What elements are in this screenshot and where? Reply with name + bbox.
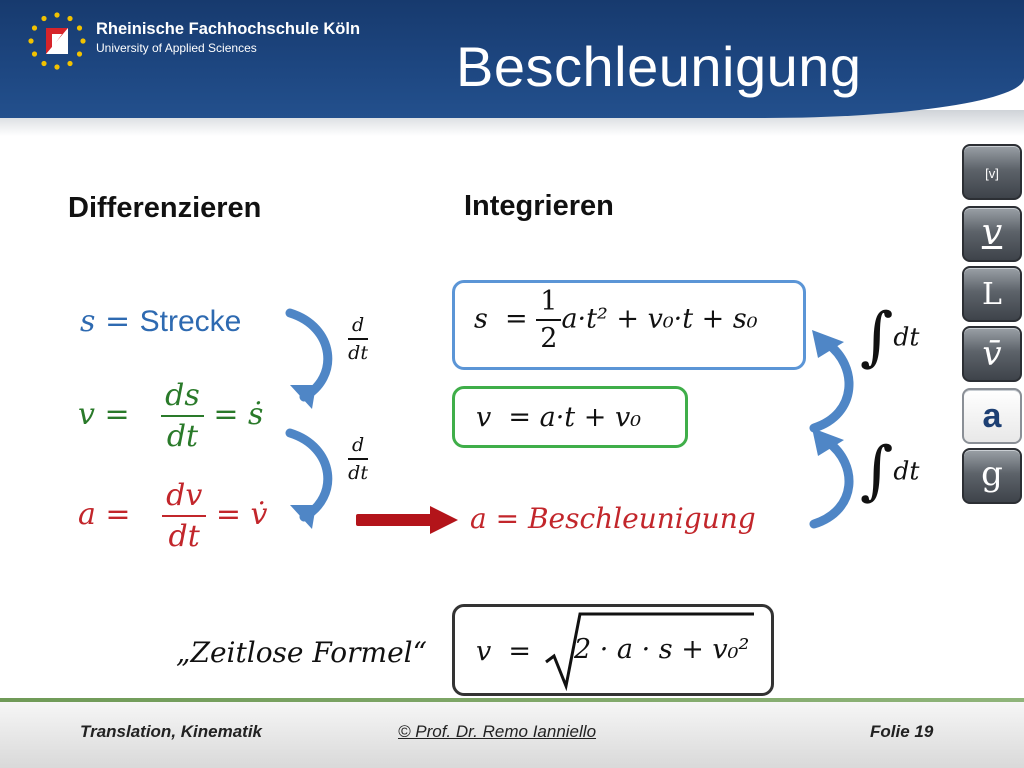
footer-author: © Prof. Dr. Remo Ianniello [398,722,597,741]
formula-s-strecke: s = Strecke [80,304,242,339]
footer-divider [0,698,1024,702]
formula-sqrt-radicand: 2 · a · s + v₀² [574,634,750,665]
curved-arrow-down-1 [285,308,333,409]
header-banner: Rheinische Fachhochschule Köln Universit… [0,0,1024,118]
sqrt-symbol [545,612,754,692]
label-zeitlose-formel: „Zeitlose Formel“ [176,636,427,669]
university-logo-icon [28,12,86,70]
box-s-formula [452,280,806,370]
sidebar-button-mean-velocity[interactable]: v̄ [962,326,1022,382]
footer-bar [0,702,1024,768]
sidebar-button-velocity[interactable]: v [962,206,1022,262]
heading-differenzieren: Differenzieren [68,192,262,224]
sidebar-button-acceleration[interactable]: a [962,388,1022,444]
formula-v-integral: v = a·t + v₀ [476,402,642,433]
curved-arrow-up-2 [809,428,854,529]
curved-arrow-up-1 [809,330,854,433]
footer-slide-number: Folie 19 [870,722,934,741]
box-timeless-formula [452,604,774,696]
sidebar-button-length[interactable]: L [962,266,1022,322]
heading-integrieren: Integrieren [464,190,614,222]
integral-dt-1: ∫dt [860,300,920,374]
red-arrow-right [356,506,458,534]
university-subtitle: University of Applied Sciences [96,41,257,55]
footer-topic: Translation, Kinematik [80,722,263,741]
formula-a-beschleunigung: a = Beschleunigung [470,502,756,535]
slide-title: Beschleunigung [456,35,862,98]
box-v-formula [452,386,688,448]
curved-arrow-down-2 [285,428,333,529]
formula-v-lhs: v = [476,636,532,667]
university-name: Rheinische Fachhochschule Köln [96,20,361,38]
sidebar-button-units[interactable]: [v] [962,144,1022,200]
sidebar-button-gravity[interactable]: g [962,448,1022,504]
integral-dt-2: ∫dt [860,434,920,508]
